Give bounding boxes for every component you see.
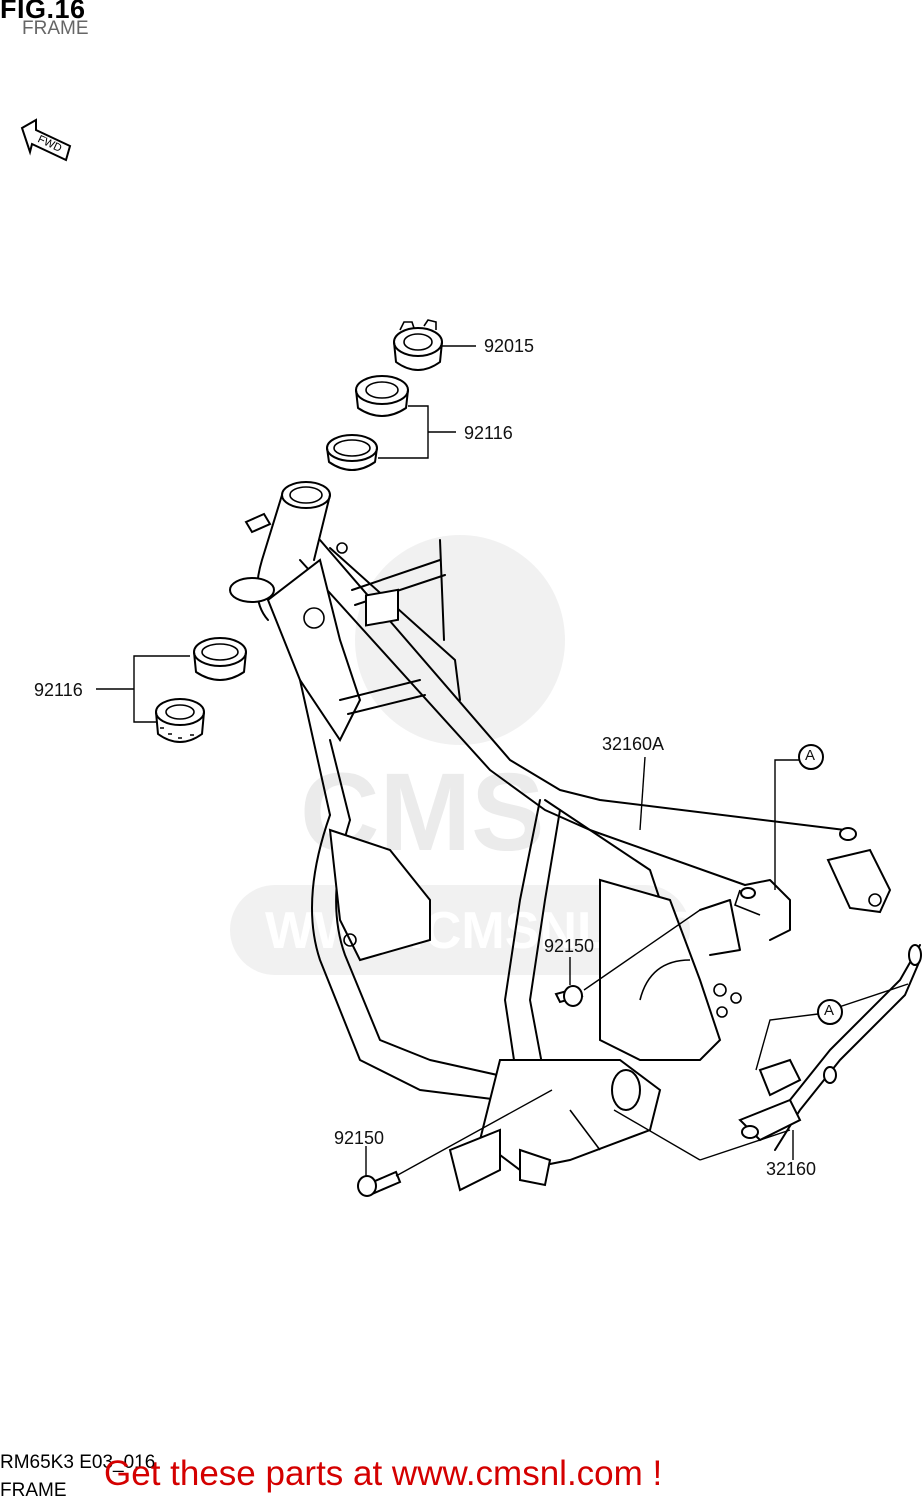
footer-frame-label: FRAME: [0, 1480, 67, 1501]
part-label-32160: 32160: [766, 1159, 817, 1179]
figure-title: FIG.16: [0, 0, 86, 24]
part-label-92150-low: 92150: [334, 1128, 385, 1148]
diagram-code: RM65K3 E03_016: [0, 1452, 156, 1473]
part-label-92015: 92015: [484, 336, 535, 356]
main-frame: [229, 481, 892, 1192]
bearing-92116-left: [155, 637, 247, 743]
leader-lines: [96, 345, 909, 1177]
bolt-92150-mid: [554, 985, 584, 1007]
figure-subtitle: FRAME: [22, 18, 89, 39]
promo-link[interactable]: Get these parts at www.cmsnl.com !: [104, 1454, 663, 1493]
part-label-92116-left: 92116: [34, 680, 83, 700]
ref-a-bottom-circle: [817, 999, 843, 1025]
steering-nut-92015: [393, 319, 443, 371]
bolt-92150-low: [357, 1170, 402, 1197]
fwd-arrow-icon: FWD: [20, 118, 72, 162]
seat-rail-32160: [738, 944, 922, 1151]
bearing-92116-top: [326, 375, 409, 471]
ref-a-top-label: A: [805, 747, 816, 764]
part-label-92116-top: 92116: [464, 423, 513, 443]
ref-a-bottom-label: A: [824, 1002, 835, 1019]
part-label-32160A: 32160A: [602, 734, 665, 754]
part-label-92150-mid: 92150: [544, 936, 595, 956]
ref-a-top-circle: [798, 744, 824, 770]
